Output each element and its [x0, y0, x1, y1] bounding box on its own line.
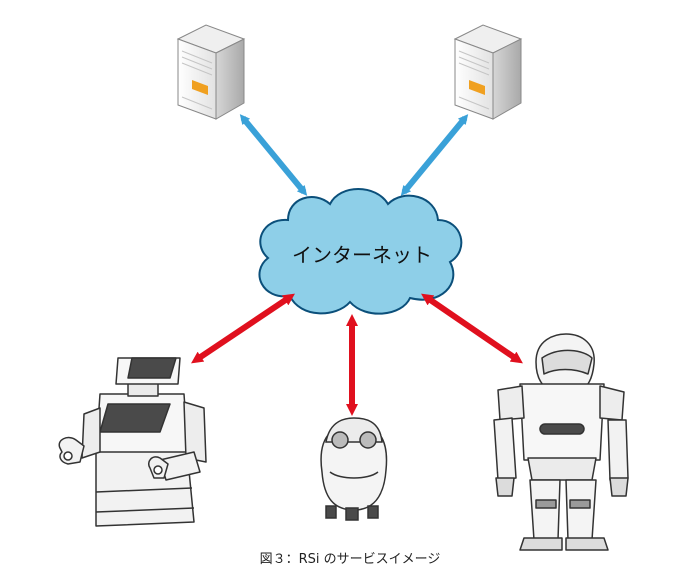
server-right-icon [453, 24, 523, 120]
server-left-icon [176, 24, 246, 120]
small-round-robot-icon [320, 417, 388, 521]
internet-cloud: インターネット [258, 188, 463, 315]
humanoid-robot-icon [493, 333, 629, 551]
figure-caption: 図３：RSi のサービスイメージ [259, 552, 441, 567]
server-left-arrow [239, 114, 308, 196]
server-right-arrow [400, 114, 469, 196]
humanoid-robot-arrow [421, 293, 523, 364]
cloud-label: インターネット [292, 243, 432, 267]
service-robot-icon [58, 357, 207, 527]
service-robot-arrow [191, 293, 295, 364]
